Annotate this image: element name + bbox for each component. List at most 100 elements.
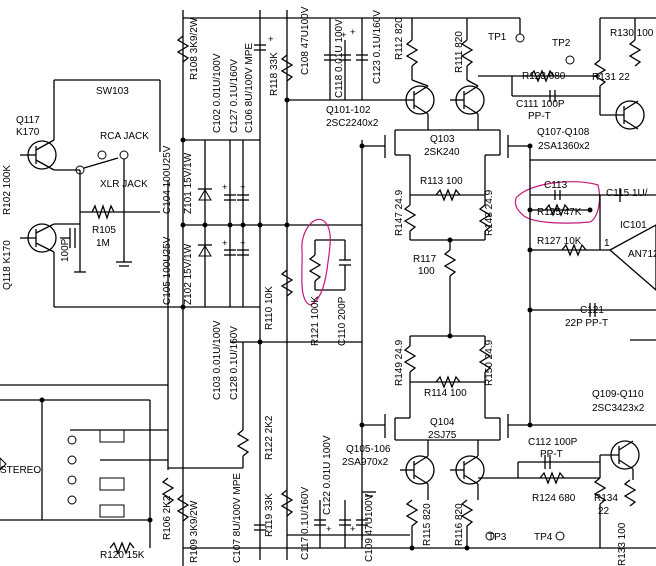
z101-zener-icon — [198, 189, 212, 201]
label-tp4: TP4 — [534, 532, 553, 543]
label-c121-value: 22P PP-T — [565, 318, 608, 329]
label-c115: C115 1U/ — [606, 188, 648, 199]
z102-zener-icon — [198, 245, 212, 257]
label-r150: R150 24.9 — [484, 339, 495, 386]
switch-contact — [75, 165, 85, 175]
r109-resistor — [176, 494, 190, 522]
wire — [463, 455, 479, 466]
r147-resistor — [403, 204, 417, 232]
label-r117-value: 100 — [418, 266, 435, 277]
label-r110: R110 10K — [264, 286, 275, 330]
label-c107: C107 8U/100V MPE — [232, 473, 243, 563]
wire — [463, 474, 479, 485]
label-r105-value: 1M — [96, 238, 110, 249]
label-xlr-jack: XLR JACK — [100, 179, 148, 190]
connector-contact — [99, 504, 125, 518]
label-r105: R105 — [92, 225, 116, 236]
r133-resistor — [623, 479, 637, 507]
switch-lever — [83, 157, 119, 169]
label-c104: C104 100U25V — [162, 145, 173, 214]
wire — [623, 100, 639, 111]
wire — [35, 223, 55, 234]
label-c111: C111 100P — [516, 99, 565, 110]
label-q109: Q109-Q110 — [592, 389, 644, 400]
label-q117: Q117 — [16, 115, 40, 126]
label-sw103: SW103 — [96, 86, 129, 97]
r112-resistor — [405, 39, 419, 67]
connector-pin — [67, 475, 77, 485]
label-z101: Z101 15V/1W — [183, 152, 194, 214]
label-q118: Q118 K170 — [2, 240, 13, 290]
highlight-circle-r125 — [514, 181, 601, 224]
label-r108: R108 3K9/2W — [189, 17, 200, 80]
tp3-testpoint — [485, 531, 495, 541]
connector-contact — [99, 477, 125, 491]
label-r120: R120 15K — [100, 550, 145, 561]
label-r119: R119 33K — [264, 493, 275, 537]
wire — [623, 119, 639, 130]
svg-text:+: + — [240, 238, 246, 249]
label-q105b: 2SA970x2 — [342, 457, 389, 468]
label-rca-jack: RCA JACK — [100, 131, 149, 142]
r114-resistor — [435, 375, 461, 389]
label-stereo: STEREO — [0, 465, 41, 476]
label-tp1: TP1 — [488, 32, 507, 43]
label-r122: R122 2K2 — [264, 415, 275, 460]
r150-resistor — [478, 345, 492, 373]
label-c105: C105 100U25V — [162, 236, 173, 305]
label-r131: R131 22 — [592, 72, 630, 83]
label-z102: Z102 15V/1W — [183, 243, 194, 305]
r106-resistor — [161, 477, 175, 505]
label-c128: C128 0.1U/160V — [229, 326, 240, 400]
label-c106: C106 8U/100V MPE — [244, 43, 255, 133]
label-r115: R115 820 — [422, 503, 433, 546]
label-q117b: K170 — [16, 127, 40, 138]
wire — [411, 79, 429, 87]
r117-resistor — [443, 249, 457, 277]
label-c123: C123 0.1U/160V — [372, 10, 383, 84]
label-r147: R147 24.9 — [394, 189, 405, 236]
label-r149: R149 24.9 — [394, 339, 405, 386]
svg-text:+: + — [326, 524, 332, 535]
r122-resistor — [236, 429, 250, 457]
r113-resistor — [435, 188, 461, 202]
label-r134-value: 22 — [598, 506, 610, 517]
label-q107b: 2SA1360x2 — [538, 141, 590, 152]
label-r118: R118 33K — [269, 52, 280, 96]
r124-resistor — [539, 471, 565, 485]
label-r116: R116 820 — [454, 503, 465, 546]
r131-resistor — [593, 59, 607, 87]
label-ic101: IC101 — [620, 220, 647, 231]
label-r134: R134 — [594, 493, 618, 504]
label-r106: R106 2K2 — [162, 495, 173, 540]
label-tp2: TP2 — [552, 38, 571, 49]
label-c103: C103 0.01U/100V — [212, 320, 223, 400]
tp2-testpoint — [565, 55, 575, 65]
label-c112: C112 100P — [528, 437, 578, 448]
label-r133: R133 100 — [617, 522, 628, 566]
r118-resistor — [280, 54, 294, 82]
label-c118: C118 0.01U 100V — [334, 19, 345, 98]
label-q105: Q105-106 — [346, 444, 391, 455]
label-ppt2: PP-T — [540, 449, 563, 460]
label-r112: R112 820 — [394, 17, 405, 60]
label-r111: R111 820 — [454, 31, 465, 73]
label-q103b: 2SK240 — [424, 147, 460, 158]
label-r148: R148 24.9 — [484, 189, 495, 236]
label-r114: R114 100 — [424, 388, 467, 399]
svg-text:+: + — [268, 34, 274, 45]
label-pin1: 1 — [604, 238, 610, 249]
label-q107: Q107-Q108 — [537, 127, 590, 138]
label-q104: Q104 — [430, 417, 455, 428]
svg-text:+: + — [222, 238, 228, 249]
wire — [35, 159, 55, 171]
label-an712: AN712 — [628, 249, 656, 260]
label-r125: R125 47K — [537, 207, 582, 218]
label-c102: C102 0.01U/100V — [212, 53, 223, 133]
svg-text:+: + — [350, 27, 356, 38]
wire — [463, 85, 479, 96]
label-r109: R109 3K9/2W — [189, 500, 200, 563]
r123-resistor — [529, 69, 555, 83]
wire — [463, 104, 479, 115]
r120-resistor — [109, 541, 135, 555]
